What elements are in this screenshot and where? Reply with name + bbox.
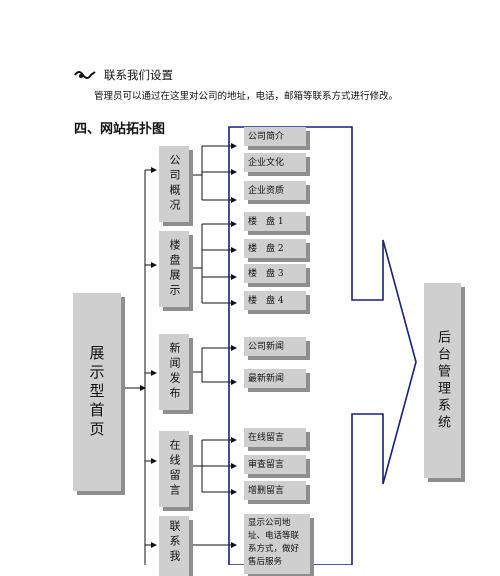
contact-heading: 联系我们设置 xyxy=(74,66,173,84)
group-node-news: 新闻发布 xyxy=(159,334,189,410)
contact-description: 管理员可以通过在这里对公司的地址，电话，邮箱等联系方式进行修改。 xyxy=(94,91,399,102)
group-label: 新闻发布 xyxy=(168,342,181,402)
backend-arrow-outline xyxy=(228,126,417,565)
leaf-node: 楼 盘 2 xyxy=(244,239,306,258)
group-label: 公司概况 xyxy=(168,154,181,214)
leaf-node: 企业文化 xyxy=(244,153,306,172)
root-node: 展示型首页 xyxy=(73,293,121,491)
group-label: 楼盘展示 xyxy=(168,239,181,299)
leaf-node: 楼 盘 3 xyxy=(244,264,306,283)
leaf-node: 公司简介 xyxy=(244,127,306,146)
leaf-node: 审查留言 xyxy=(244,455,306,474)
leaf-node: 楼 盘 4 xyxy=(244,291,306,310)
leaf-node: 在线留言 xyxy=(244,428,306,447)
root-label: 展示型首页 xyxy=(87,344,106,440)
group-label: 在线留言 xyxy=(168,439,181,499)
group-node-contact: 联系我 xyxy=(159,516,189,576)
backend-node: 后台管理系统 xyxy=(424,283,461,478)
leaf-node: 最新新闻 xyxy=(244,369,306,388)
leaf-node: 增删留言 xyxy=(244,481,306,500)
leaf-node: 企业资质 xyxy=(244,181,306,200)
leaf-node: 显示公司地址、电话等联系方式，做好售后服务 xyxy=(244,514,310,574)
leaf-node: 公司新闻 xyxy=(244,337,306,356)
backend-label: 后台管理系统 xyxy=(435,329,450,432)
leaf-node: 楼 盘 1 xyxy=(244,212,306,231)
group-node-property: 楼盘展示 xyxy=(159,231,189,307)
group-node-company: 公司概况 xyxy=(159,146,189,222)
bullet-ornament-icon xyxy=(74,71,96,79)
group-node-message: 在线留言 xyxy=(159,431,189,507)
contact-title: 联系我们设置 xyxy=(104,68,173,82)
section-title: 四、网站拓扑图 xyxy=(74,122,166,137)
group-label: 联系我 xyxy=(168,520,181,565)
